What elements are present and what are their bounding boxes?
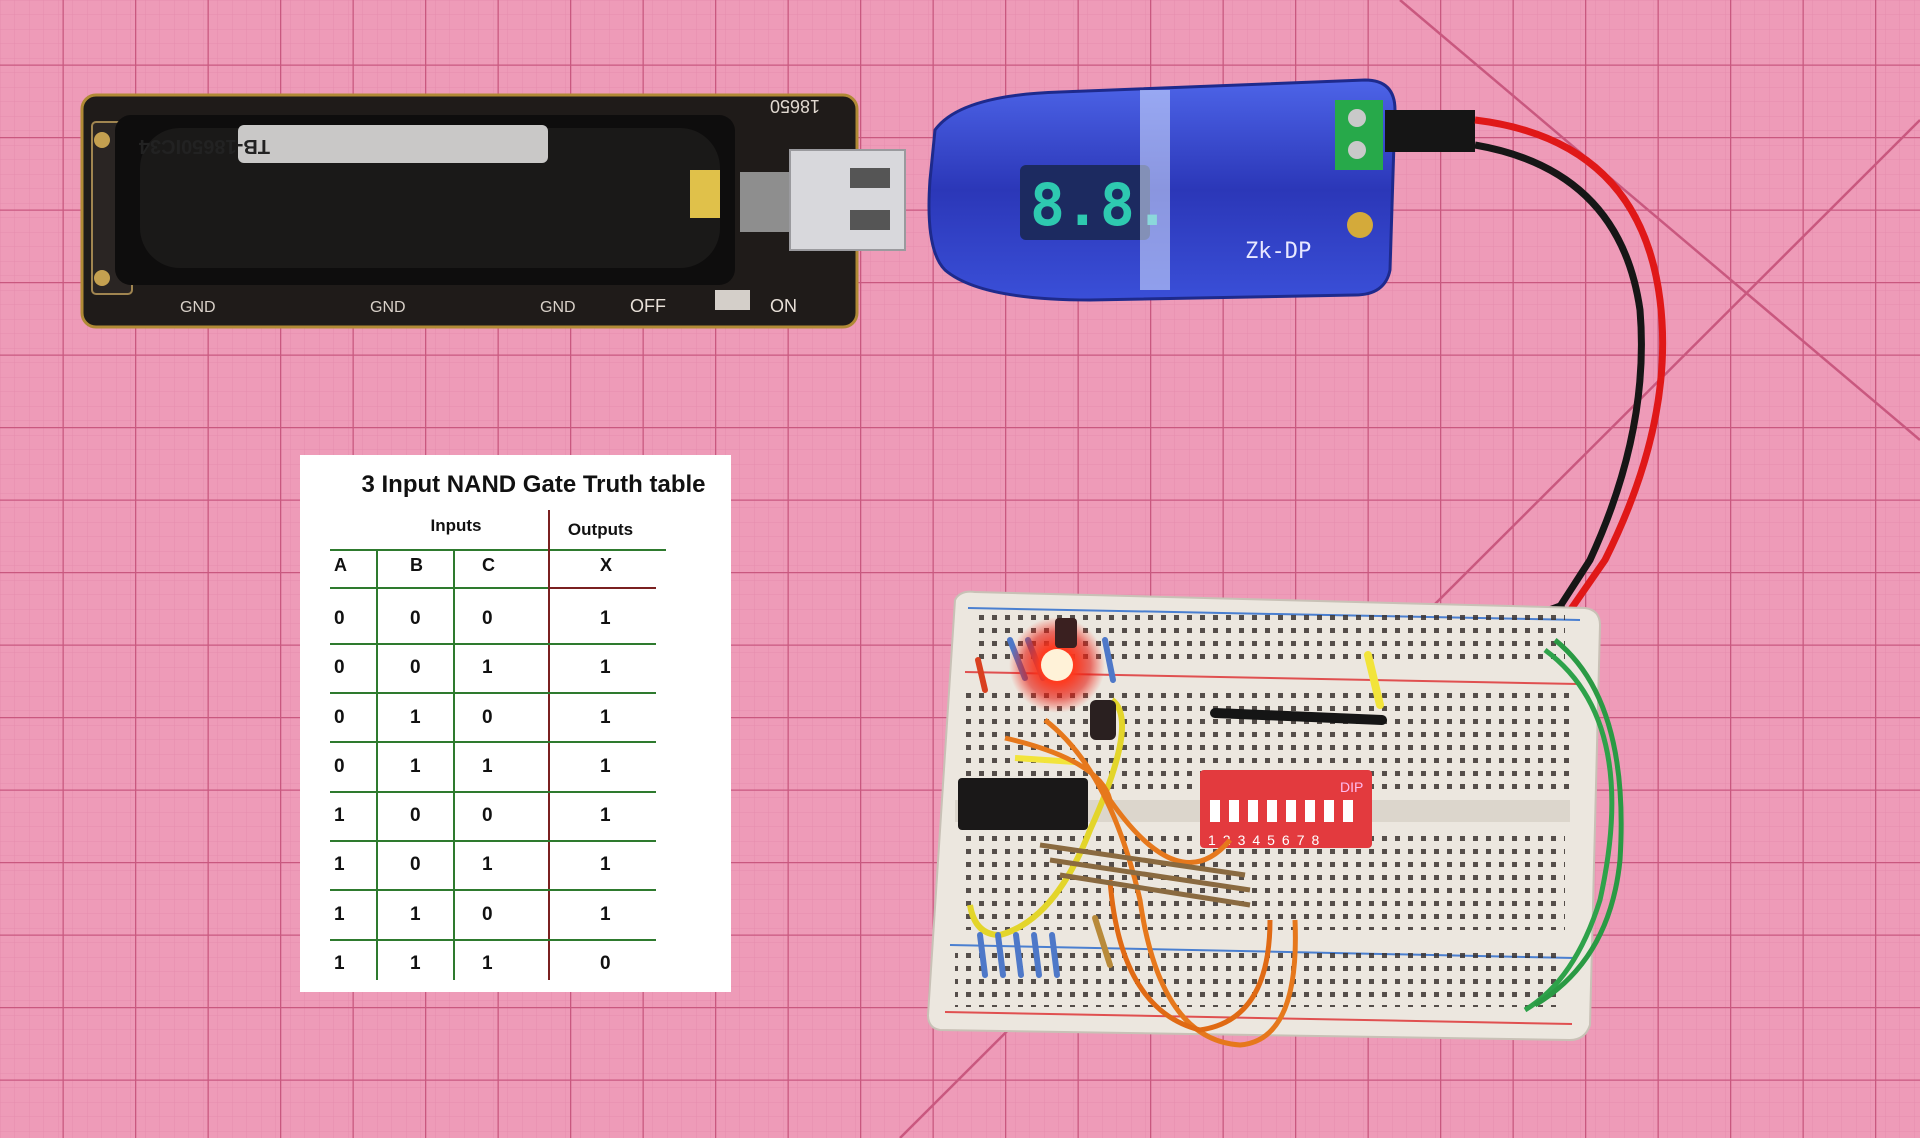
table-row: 1 1 1 0 — [330, 940, 660, 989]
cell-x: 1 — [600, 805, 611, 827]
header-c: C — [482, 555, 495, 575]
cell-c: 1 — [482, 657, 493, 679]
cell-c: 0 — [482, 903, 493, 925]
svg-text:GND: GND — [180, 299, 216, 316]
table-row: 1 0 0 1 — [330, 792, 660, 841]
cell-c: 0 — [482, 706, 493, 728]
header-b: B — [410, 555, 423, 575]
cell-c: 0 — [482, 805, 493, 827]
cell-a: 1 — [334, 805, 345, 827]
cell-b: 1 — [410, 706, 421, 728]
cell-b: 1 — [410, 903, 421, 925]
header-x: X — [600, 555, 613, 575]
table-row: 1 0 1 1 — [330, 841, 660, 890]
table-row: 0 0 0 1 — [330, 595, 660, 644]
cell-b: 1 — [410, 755, 421, 777]
truth-table-header: A B C X — [330, 555, 660, 585]
cell-x: 1 — [600, 755, 611, 777]
cell-a: 0 — [334, 706, 345, 728]
cell-x: 1 — [600, 706, 611, 728]
cell-b: 0 — [410, 805, 421, 827]
cell-c: 1 — [482, 953, 493, 975]
svg-text:18650: 18650 — [770, 96, 820, 116]
outputs-group-label: Outputs — [567, 520, 634, 539]
table-row: 0 1 1 1 — [330, 743, 660, 792]
cell-c: 1 — [482, 854, 493, 876]
svg-text:Zk-DP: Zk-DP — [1245, 239, 1311, 264]
dip-switch-module: DIP 12345678 — [1200, 770, 1372, 848]
svg-text:GND: GND — [540, 299, 576, 316]
cell-b: 0 — [410, 657, 421, 679]
svg-text:OFF: OFF — [630, 296, 666, 316]
cell-b: 0 — [410, 608, 421, 629]
table-row: 1 1 0 1 — [330, 891, 660, 940]
table-row: 0 0 1 1 — [330, 644, 660, 693]
cell-x: 1 — [600, 854, 611, 876]
truth-table-title: 3 Input NAND Gate Truth table — [361, 471, 706, 498]
cell-a: 0 — [334, 608, 345, 629]
battery-holder-board: TB-18650IC34 ON OFF GND GND GND 18650 — [80, 93, 859, 329]
cell-x: 1 — [600, 657, 611, 679]
truth-table-card: 3 Input NAND Gate Truth table Inputs Out… — [300, 455, 731, 992]
cell-x: 0 — [600, 953, 611, 975]
cell-model-text: TB-18650IC34 — [138, 135, 270, 157]
inputs-group-label: Inputs — [430, 516, 482, 535]
cell-x: 1 — [600, 608, 611, 629]
cell-b: 1 — [410, 953, 421, 975]
cell-c: 1 — [482, 755, 493, 777]
usb-buck-converter: 8.8. Zk-DP — [927, 78, 1397, 302]
cell-a: 0 — [334, 657, 345, 679]
svg-text:12345678: 12345678 — [1208, 832, 1326, 848]
svg-text:GND: GND — [370, 299, 406, 316]
truth-table-body: 0 0 0 1 0 0 1 1 0 1 0 1 0 1 1 1 1 0 0 1 — [330, 595, 660, 989]
cell-a: 1 — [334, 903, 345, 925]
cell-c: 0 — [482, 608, 493, 629]
header-a: A — [334, 555, 347, 575]
cell-b: 0 — [410, 854, 421, 876]
usb-plug — [789, 149, 906, 251]
cell-a: 1 — [334, 854, 345, 876]
cell-x: 1 — [600, 903, 611, 925]
table-row: 0 1 0 1 — [330, 694, 660, 743]
svg-text:DIP: DIP — [1340, 779, 1363, 795]
svg-text:ON: ON — [770, 296, 797, 316]
cell-a: 0 — [334, 755, 345, 777]
ic-chip — [958, 778, 1088, 830]
cell-a: 1 — [334, 953, 345, 975]
